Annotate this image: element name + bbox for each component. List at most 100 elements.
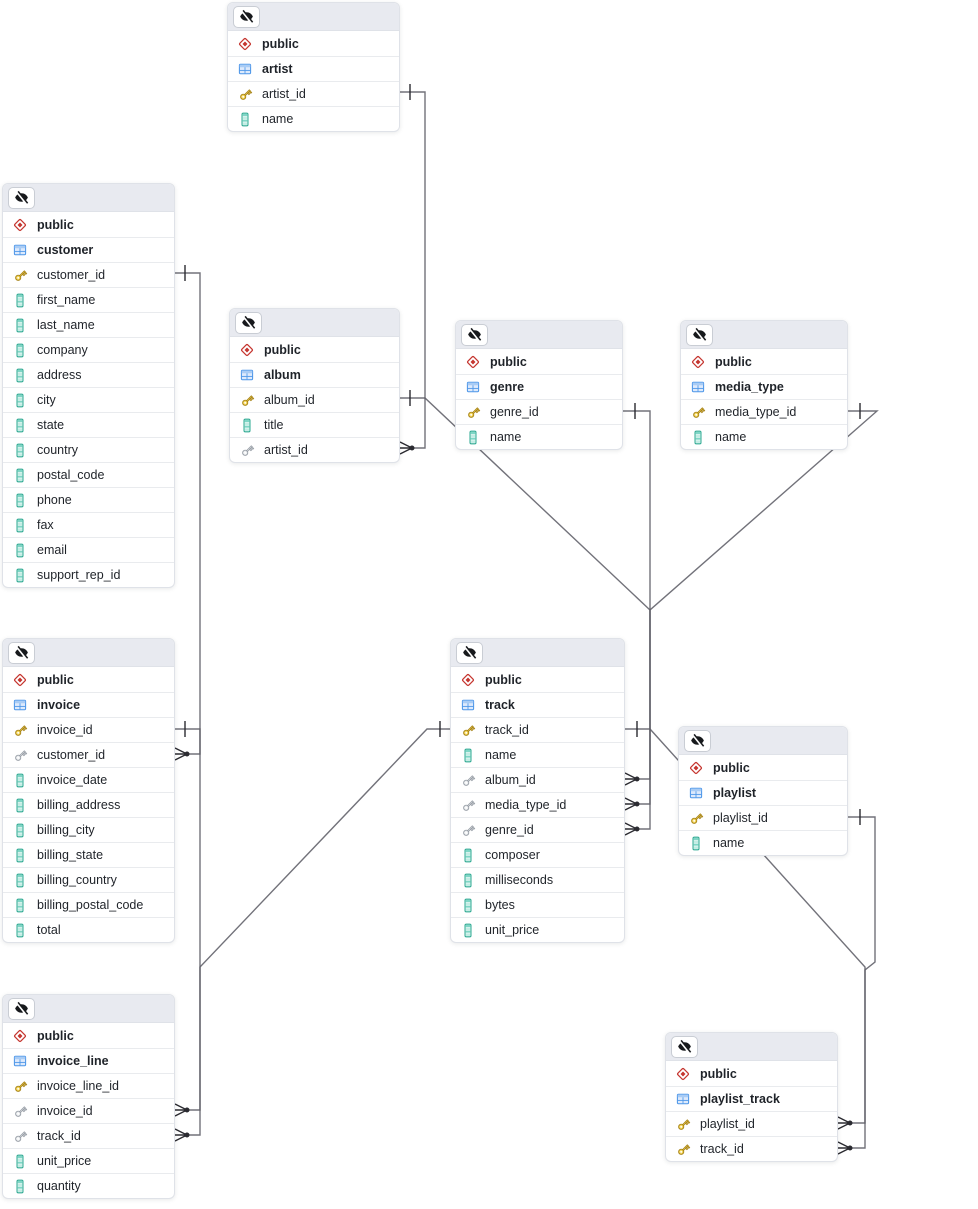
table-header-genre[interactable] xyxy=(456,321,622,349)
table-header-artist[interactable] xyxy=(228,3,399,31)
relation-track.track_id-to-playlist_track.track_id[interactable] xyxy=(625,721,866,1155)
table-header-customer[interactable] xyxy=(3,184,174,212)
table-header-media_type[interactable] xyxy=(681,321,847,349)
column-row-customer-support_rep_id-label: support_rep_id xyxy=(37,568,121,582)
table-name-row-invoice_line-label: invoice_line xyxy=(37,1054,109,1068)
table-name-row-track: track xyxy=(451,692,624,717)
column-row-customer-email-label: email xyxy=(37,543,67,557)
foreign-key-icon xyxy=(12,747,28,763)
relation-artist.artist_id-to-album.artist_id[interactable] xyxy=(399,84,426,455)
column-icon xyxy=(460,747,476,763)
hide-table-button[interactable] xyxy=(684,729,711,752)
column-row-invoice_line-invoice_line_id-label: invoice_line_id xyxy=(37,1079,120,1093)
table-header-playlist[interactable] xyxy=(679,727,847,755)
table-icon xyxy=(239,367,255,383)
column-row-customer-country-label: country xyxy=(37,443,78,457)
column-row-customer-country: country xyxy=(3,437,174,462)
column-row-track-bytes-label: bytes xyxy=(485,898,515,912)
primary-key-icon xyxy=(237,86,253,102)
table-icon xyxy=(237,61,253,77)
hide-table-button[interactable] xyxy=(8,186,35,209)
column-row-customer-email: email xyxy=(3,537,174,562)
relation-genre.genre_id-to-track.genre_id[interactable] xyxy=(623,403,651,836)
hide-table-button[interactable] xyxy=(233,5,260,28)
column-row-invoice_line-invoice_id-label: invoice_id xyxy=(37,1104,93,1118)
column-icon xyxy=(12,772,28,788)
column-row-track-composer: composer xyxy=(451,842,624,867)
relation-customer.customer_id-to-invoice.customer_id[interactable] xyxy=(174,265,201,761)
column-icon xyxy=(688,835,704,851)
hide-table-button[interactable] xyxy=(8,641,35,664)
column-row-track-name: name xyxy=(451,742,624,767)
foreign-key-icon xyxy=(12,1128,28,1144)
table-name-row-album: album xyxy=(230,362,399,387)
schema-row-playlist_track-label: public xyxy=(700,1066,737,1081)
column-row-media_type-media_type_id: media_type_id xyxy=(681,399,847,424)
relation-invoice.invoice_id-to-invoice_line.invoice_id[interactable] xyxy=(174,721,201,1117)
hidden-eye-icon xyxy=(241,315,257,331)
hide-table-button[interactable] xyxy=(456,641,483,664)
column-icon xyxy=(690,429,706,445)
schema-icon xyxy=(675,1066,691,1082)
column-row-invoice_line-invoice_line_id: invoice_line_id xyxy=(3,1073,174,1098)
relation-track.track_id-to-invoice_line.track_id[interactable] xyxy=(174,721,450,1142)
schema-row-artist: public xyxy=(228,31,399,56)
table-name-row-artist-label: artist xyxy=(262,62,293,76)
column-row-track-name-label: name xyxy=(485,748,517,762)
hide-table-button[interactable] xyxy=(235,311,262,334)
column-icon xyxy=(12,392,28,408)
primary-key-icon xyxy=(12,722,28,738)
column-row-track-composer-label: composer xyxy=(485,848,540,862)
schema-icon xyxy=(688,760,704,776)
schema-row-artist-label: public xyxy=(262,36,299,51)
table-header-playlist_track[interactable] xyxy=(666,1033,837,1061)
table-header-track[interactable] xyxy=(451,639,624,667)
column-row-media_type-name: name xyxy=(681,424,847,449)
column-row-customer-fax: fax xyxy=(3,512,174,537)
table-icon xyxy=(12,697,28,713)
table-header-invoice[interactable] xyxy=(3,639,174,667)
column-row-customer-support_rep_id: support_rep_id xyxy=(3,562,174,587)
column-row-invoice-billing_city: billing_city xyxy=(3,817,174,842)
column-row-customer-address-label: address xyxy=(37,368,82,382)
hide-table-button[interactable] xyxy=(686,323,713,346)
hidden-eye-icon xyxy=(677,1039,693,1055)
hidden-eye-icon xyxy=(462,645,478,661)
column-icon xyxy=(12,922,28,938)
table-header-album[interactable] xyxy=(230,309,399,337)
schema-row-media_type-label: public xyxy=(715,354,752,369)
column-icon xyxy=(12,292,28,308)
column-row-track-milliseconds-label: milliseconds xyxy=(485,873,554,887)
column-row-customer-company: company xyxy=(3,337,174,362)
hide-table-button[interactable] xyxy=(8,997,35,1020)
column-icon xyxy=(12,442,28,458)
column-row-track-milliseconds: milliseconds xyxy=(451,867,624,892)
relation-media_type.media_type_id-to-track.media_type_id[interactable] xyxy=(624,403,879,811)
schema-icon xyxy=(465,354,481,370)
column-row-playlist_track-track_id-label: track_id xyxy=(700,1142,744,1156)
hide-table-button[interactable] xyxy=(461,323,488,346)
table-name-row-artist: artist xyxy=(228,56,399,81)
schema-row-invoice_line-label: public xyxy=(37,1028,74,1043)
hidden-eye-icon xyxy=(239,9,255,25)
hide-table-button[interactable] xyxy=(671,1035,698,1058)
column-row-artist-name-label: name xyxy=(262,112,294,126)
column-icon xyxy=(239,417,255,433)
column-row-invoice_line-unit_price-label: unit_price xyxy=(37,1154,92,1168)
column-row-invoice_line-unit_price: unit_price xyxy=(3,1148,174,1173)
relation-playlist.playlist_id-to-playlist_track.playlist_id[interactable] xyxy=(837,809,876,1130)
table-header-invoice_line[interactable] xyxy=(3,995,174,1023)
column-row-album-title-label: title xyxy=(264,418,284,432)
table-icon xyxy=(12,1053,28,1069)
